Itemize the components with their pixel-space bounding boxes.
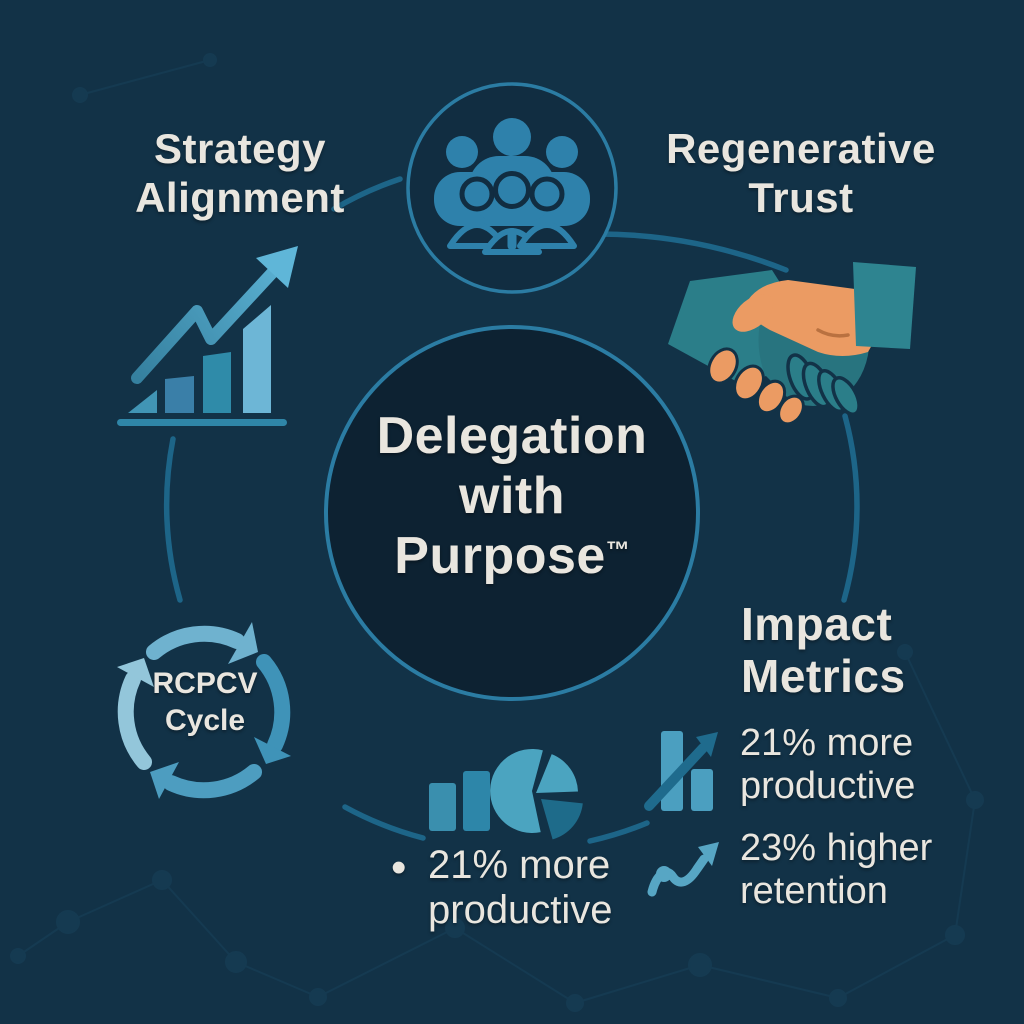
metric2-line1: 23% higher xyxy=(740,827,933,869)
bars-arrow-icon xyxy=(644,731,718,811)
impact-heading-line2: Metrics xyxy=(741,649,906,702)
constellation-texture xyxy=(10,53,984,1012)
productivity-line1: 21% more xyxy=(428,843,611,887)
impact-heading-line1: Impact xyxy=(741,598,893,650)
metric1-line1: 21% more xyxy=(740,722,914,764)
cycle-line2: Cycle xyxy=(164,703,246,737)
strategy-line1: Strategy xyxy=(153,125,327,172)
trust-line1: Regenerative xyxy=(666,125,936,172)
productivity-line2: productive xyxy=(428,888,613,933)
strategy-line2: Alignment xyxy=(135,173,345,221)
rcpcv-cycle-label: RCPCV Cycle xyxy=(118,666,292,739)
impact-metric-retention: 23% higher retention xyxy=(740,827,932,914)
center-title-line1: Delegation xyxy=(376,407,648,465)
pie-exploded-slice xyxy=(541,799,583,840)
pie-top-slice xyxy=(536,754,578,793)
connector-ring xyxy=(163,176,860,844)
strategy-alignment-label: Strategy Alignment xyxy=(95,125,385,222)
center-badge-circle xyxy=(324,325,700,701)
trademark-symbol: ™ xyxy=(605,537,630,565)
cycle-arrows-icon xyxy=(117,622,291,799)
growth-chart-icon xyxy=(117,246,298,426)
impact-metrics-heading: Impact Metrics xyxy=(741,598,906,702)
productivity-note: 21% more productive xyxy=(428,843,613,933)
trend-arrow-icon xyxy=(647,842,719,897)
center-title-line2: with xyxy=(459,467,565,526)
cycle-line1: RCPCV xyxy=(152,667,258,700)
center-title-line3: Purpose™ xyxy=(394,527,630,586)
pie-main-slice xyxy=(490,748,543,833)
people-group-icon xyxy=(434,118,590,255)
center-title: Delegation with Purpose™ xyxy=(330,406,694,586)
handshake-icon xyxy=(668,262,916,426)
bar-pie-chart-icon xyxy=(429,748,583,840)
impact-metric-productivity: 21% more productive xyxy=(740,722,915,809)
regenerative-trust-label: Regenerative Trust xyxy=(645,125,957,222)
bullet-icon: • xyxy=(391,843,407,892)
trust-line2: Trust xyxy=(748,173,854,221)
metric2-line2: retention xyxy=(740,870,888,913)
metric1-line2: productive xyxy=(740,765,916,808)
